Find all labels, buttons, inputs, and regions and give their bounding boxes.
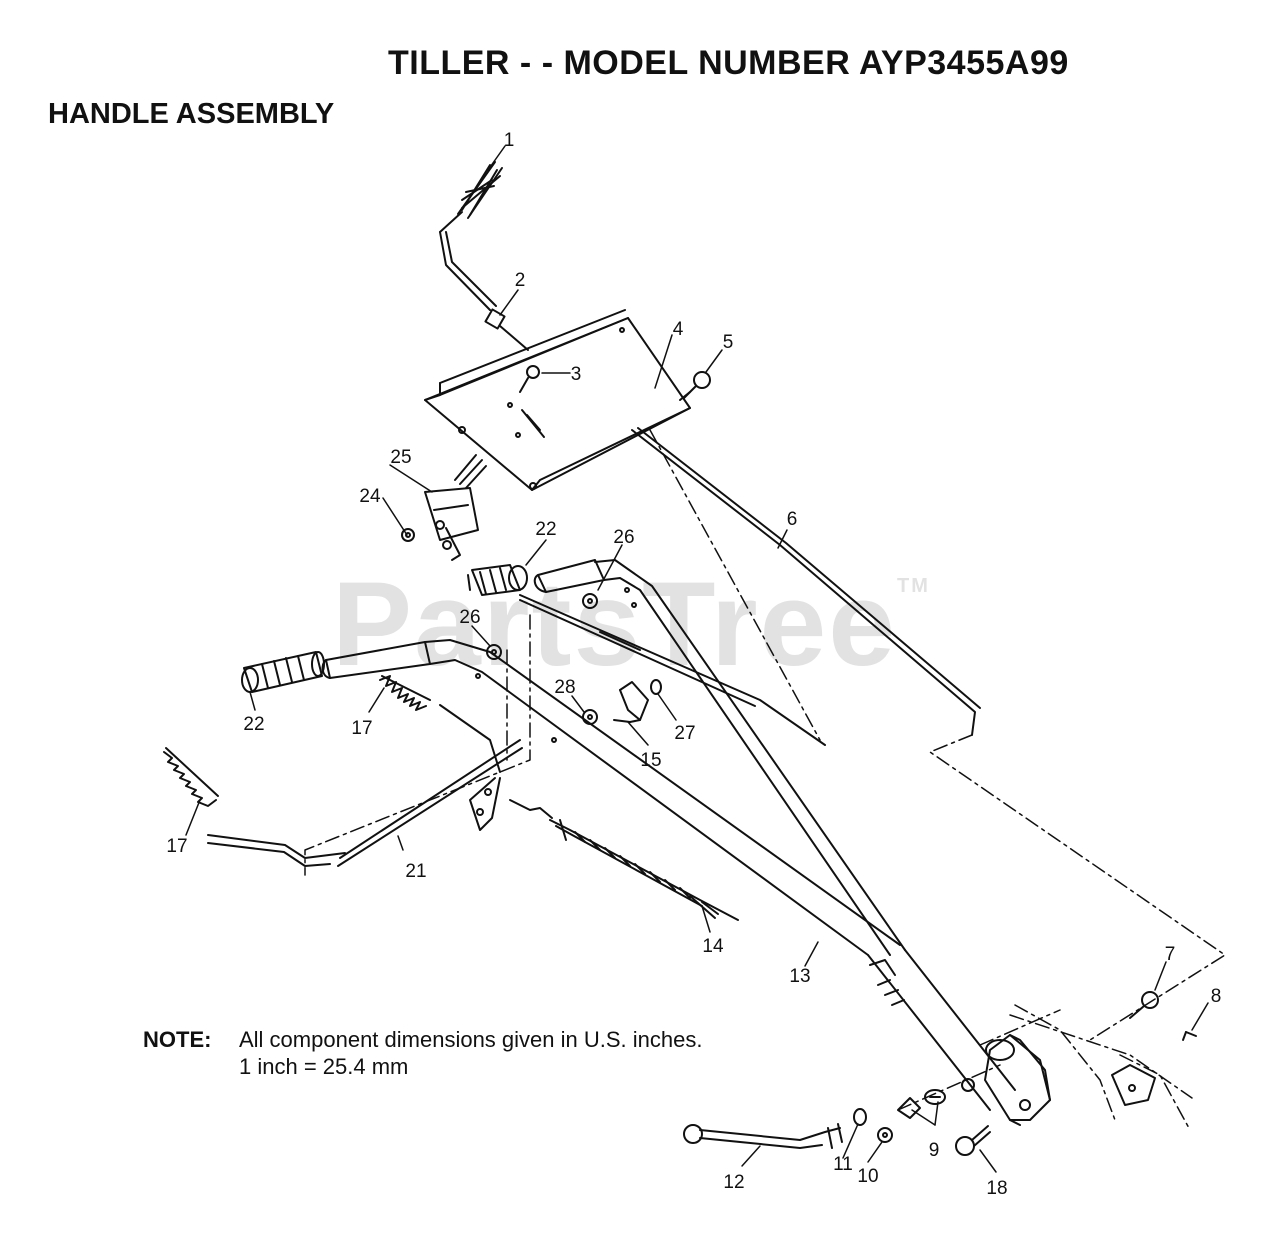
callout-7: 7	[1165, 944, 1176, 965]
part-10-nut	[877, 1127, 893, 1143]
part-22-grip-right	[467, 564, 528, 596]
callout-12: 12	[723, 1172, 744, 1193]
callout-14: 14	[702, 936, 724, 957]
part-15-bracket	[613, 681, 649, 723]
callout-9: 9	[929, 1140, 940, 1161]
note-label: NOTE:	[143, 1027, 212, 1052]
handle-pivot-housing	[961, 1034, 1051, 1126]
part-28-nut	[582, 709, 598, 725]
callout-leaders	[185, 145, 1209, 1173]
callout-21: 21	[405, 861, 426, 882]
callout-22-upper: 22	[535, 519, 556, 540]
part-7-bolt	[1129, 991, 1159, 1019]
note-line-1: All component dimensions given in U.S. i…	[239, 1027, 703, 1052]
tiller-frame-fragment	[1014, 1004, 1191, 1131]
part-8-pin	[1182, 1031, 1197, 1041]
throttle-cable	[519, 594, 826, 746]
callout-1: 1	[504, 130, 515, 151]
part-1-throttle-knob	[439, 161, 503, 311]
part-22-grip-left	[241, 651, 325, 693]
callout-25: 25	[390, 447, 411, 468]
part-4-control-panel	[424, 309, 691, 491]
callout-15: 15	[640, 750, 661, 771]
part-27-washer	[650, 679, 662, 695]
callout-10: 10	[857, 1166, 878, 1187]
part-17-spring-lower	[163, 747, 219, 807]
callout-2: 2	[515, 270, 526, 291]
callout-17-upper: 17	[351, 718, 372, 739]
part-12-adjust-lever	[683, 1123, 843, 1149]
part-9-stop-pins	[897, 1089, 946, 1119]
part-2-rod-clip	[484, 308, 529, 351]
dashdot-routing-line	[304, 429, 1226, 1111]
dimension-note: NOTE: All component dimensions given in U…	[143, 1026, 702, 1080]
callout-24: 24	[359, 486, 381, 507]
callout-28: 28	[554, 677, 575, 698]
callout-17-lower: 17	[166, 836, 187, 857]
part-11-washer	[853, 1108, 867, 1126]
part-3-screw	[519, 365, 540, 393]
callout-13: 13	[789, 966, 810, 987]
callout-11: 11	[833, 1154, 853, 1175]
part-14-drive-cable	[509, 799, 739, 921]
part-5-bolt	[679, 371, 711, 401]
note-line-2: 1 inch = 25.4 mm	[239, 1054, 409, 1079]
page-title: TILLER - - MODEL NUMBER AYP3455A99	[388, 44, 1069, 82]
part-26-nut-lower	[486, 644, 502, 660]
callout-8: 8	[1211, 986, 1222, 1007]
part-6-control-rod	[631, 427, 981, 736]
part-24-nut	[401, 528, 415, 542]
callout-6: 6	[787, 509, 798, 530]
part-17-spring-upper	[379, 675, 431, 711]
callout-numbers: 1 2 3 4 5 6 7 8 9 10 11 12 13 14 15 17 1…	[166, 130, 1221, 1199]
section-title: HANDLE ASSEMBLY	[48, 98, 335, 130]
callout-18: 18	[986, 1178, 1007, 1199]
part-13-handle	[321, 559, 1016, 1111]
part-18-bolt	[955, 1125, 991, 1156]
callout-27: 27	[674, 723, 695, 744]
callout-26-lower: 26	[459, 607, 480, 628]
callout-26-upper: 26	[613, 527, 634, 548]
callout-5: 5	[723, 332, 734, 353]
callout-3: 3	[571, 364, 582, 385]
tiller-frame-bracket	[1111, 1064, 1156, 1106]
part-21-drive-lever	[207, 704, 523, 867]
trademark-mark: TM	[897, 575, 930, 597]
part-25-throttle-control	[424, 454, 487, 561]
callout-22-lower: 22	[243, 714, 264, 735]
part-26-nut-upper	[582, 593, 598, 609]
callout-4: 4	[673, 319, 684, 340]
